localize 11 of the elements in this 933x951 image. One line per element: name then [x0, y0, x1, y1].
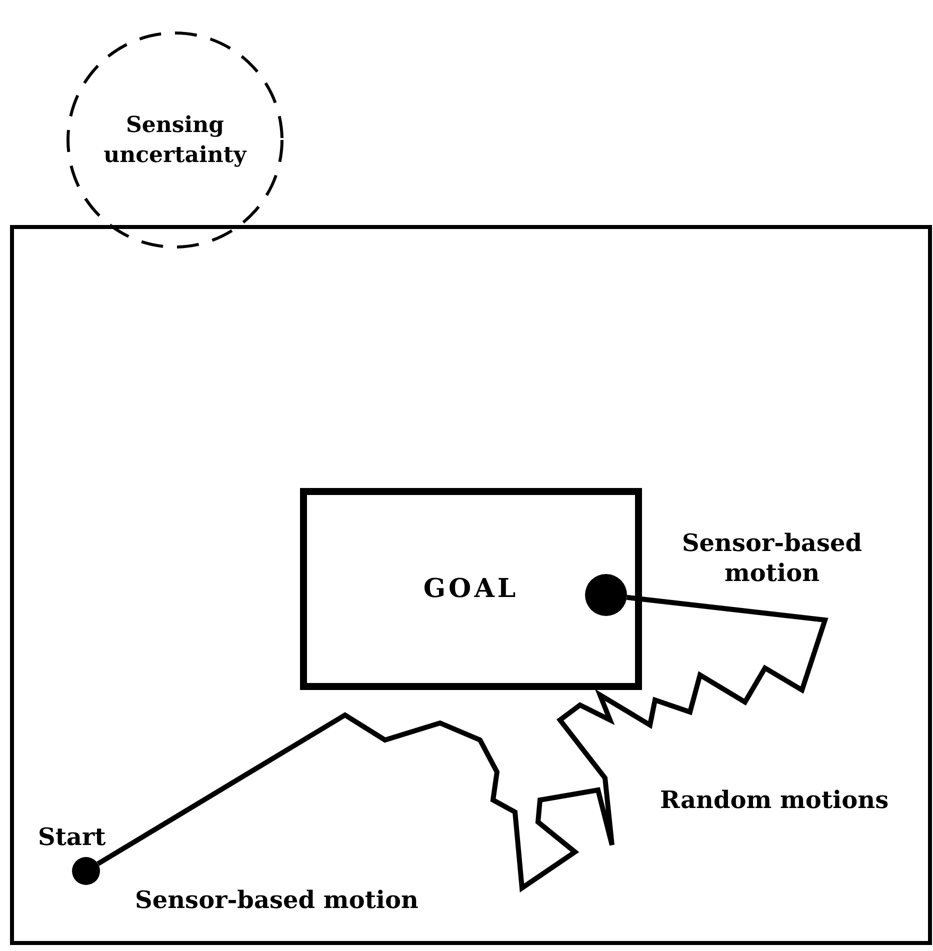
- goal-region: [300, 488, 642, 690]
- start-label: Start: [38, 822, 107, 852]
- motion-label: Sensor-based motion: [135, 885, 420, 915]
- region-label: GOAL: [423, 574, 519, 604]
- motion-label: Sensor-based motion: [680, 528, 864, 588]
- workspace-boundary: [10, 225, 932, 945]
- motion-label: Random motions: [660, 785, 890, 815]
- circle-label: Sensing uncertainty: [102, 111, 248, 170]
- contact-point: [585, 574, 627, 616]
- start-point: [72, 857, 100, 885]
- uncertainty-circle: [65, 30, 285, 250]
